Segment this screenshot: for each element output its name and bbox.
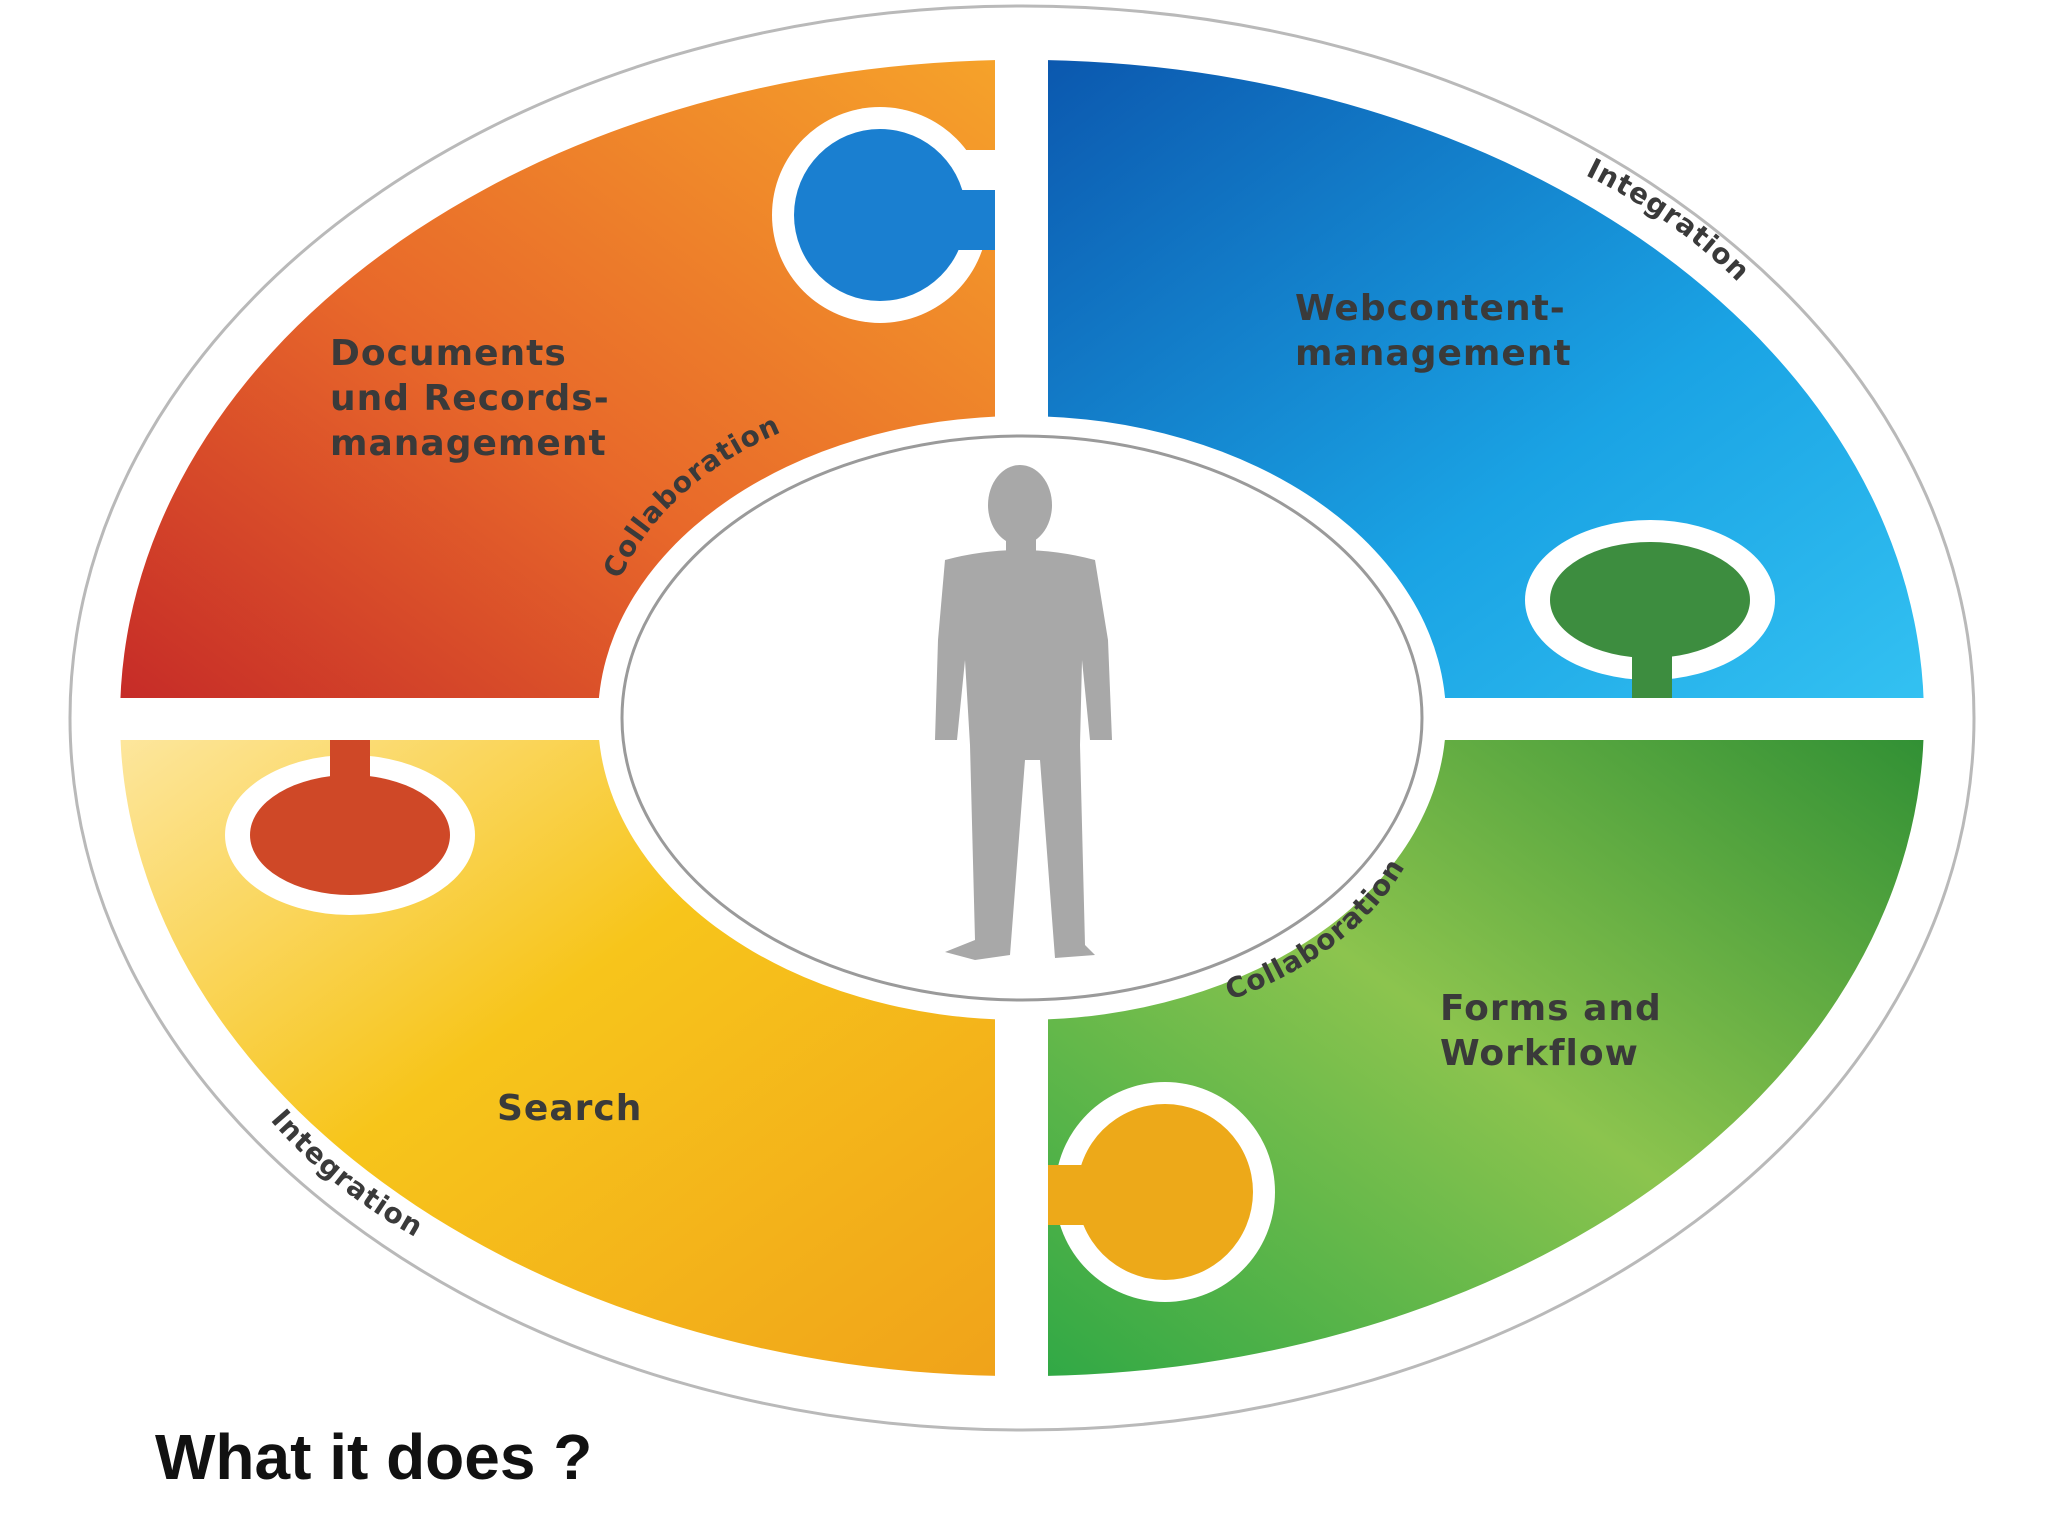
label-forms: Forms and Workflow (1440, 988, 1675, 1074)
inner-ring (620, 434, 1424, 1002)
label-search: Search (497, 1088, 642, 1129)
person-silhouette-icon (935, 465, 1112, 960)
label-documents: Documents und Records- management (330, 333, 623, 464)
label-webcontent: Webcontent- management (1295, 288, 1579, 374)
puzzle-knobs (225, 107, 1775, 1302)
page-caption: What it does ? (155, 1421, 593, 1493)
outer-ring (68, 4, 1976, 1432)
